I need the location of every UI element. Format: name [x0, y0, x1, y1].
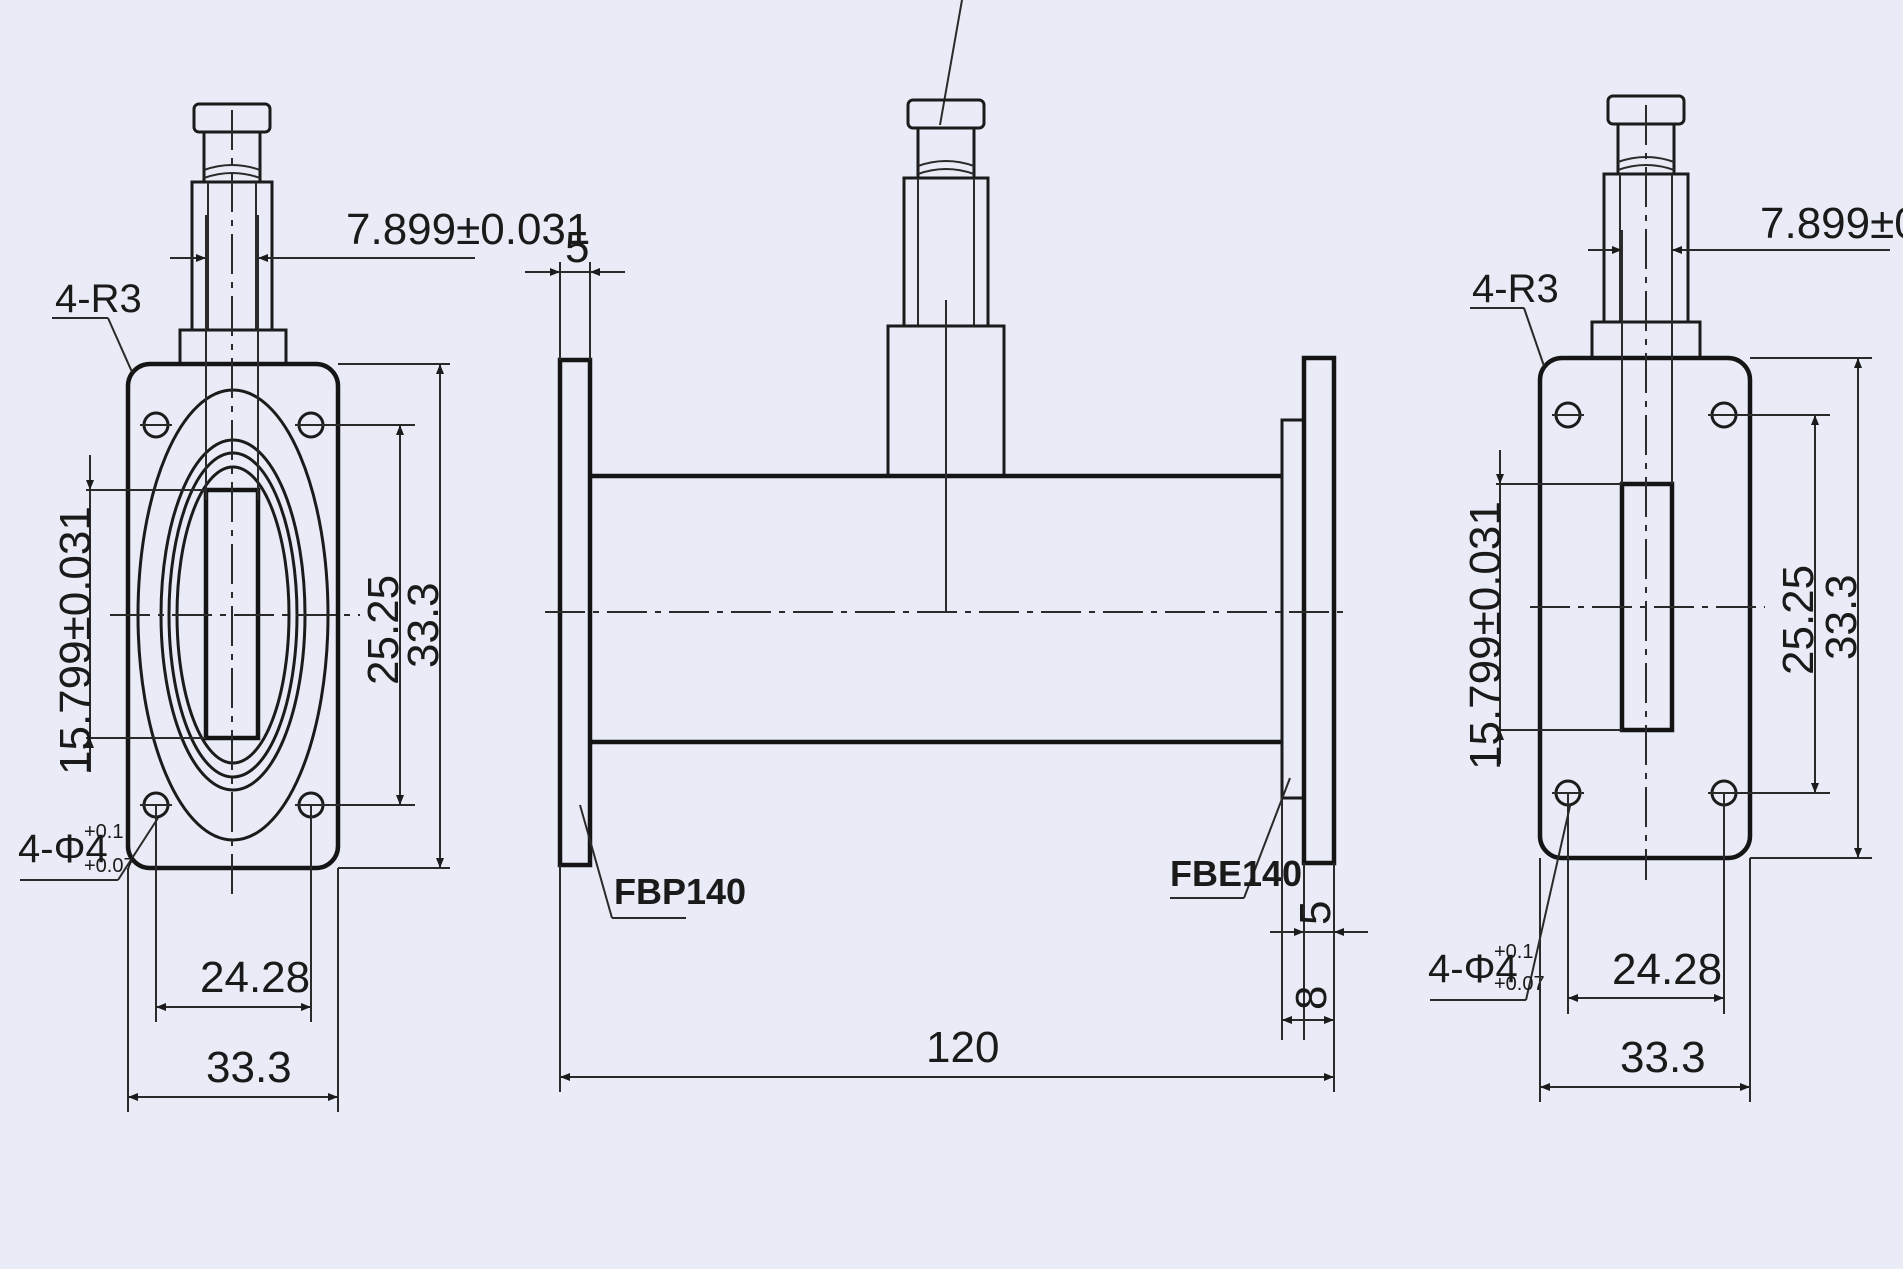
right-bolt-spacing-v: 25.25 — [1774, 565, 1823, 675]
waveguide-body — [590, 473, 1282, 745]
left-bolt-spacing-h: 24.28 — [200, 953, 310, 1002]
left-bolt-spacing-v: 25.25 — [359, 575, 408, 685]
left-tol-width: 7.899±0.031 — [346, 205, 590, 254]
right-flange-height: 33.3 — [1817, 574, 1866, 660]
side-flange-thickness-left: 5 — [565, 223, 589, 272]
left-holes-callout: 4-Φ4 +0.1 +0.07 — [18, 817, 159, 881]
right-bolt-spacing-h: 24.28 — [1612, 945, 1722, 994]
right-end-view: 7.899±0.031 4-R3 15.799±0.031 25.25 — [1428, 94, 1903, 1102]
right-holes-tol-upper: +0.1 — [1494, 941, 1533, 963]
side-dim-120: 120 — [559, 865, 1335, 1092]
side-flange-right-type: FBE140 — [1170, 853, 1302, 894]
left-tol-height: 15.799±0.031 — [51, 506, 100, 775]
right-corner-radius-label: 4-R3 — [1472, 267, 1559, 311]
left-flange-height: 33.3 — [399, 582, 448, 668]
left-dim-333-v: 33.3 — [338, 363, 450, 869]
left-dim-2525: 25.25 — [311, 424, 415, 806]
right-dim-7899: 7.899±0.031 — [1588, 199, 1903, 484]
right-holes-label: 4-Φ4 — [1428, 947, 1518, 991]
side-flange-thickness-right: 5 — [1291, 901, 1340, 925]
right-tol-width: 7.899±0.031 — [1760, 199, 1903, 248]
right-dim-15799: 15.799±0.031 — [1461, 450, 1622, 770]
right-dim-2428: 24.28 — [1567, 793, 1725, 1014]
side-dim-8: 8 — [1281, 798, 1336, 1040]
side-fbe140-callout: FBE140 — [1170, 777, 1302, 899]
right-dim-333-h: 33.3 — [1539, 858, 1751, 1102]
left-holes-tol-upper: +0.1 — [84, 821, 123, 843]
side-overall-length: 120 — [926, 1023, 999, 1072]
side-flange-left-type: FBP140 — [614, 871, 746, 912]
left-corner-radius: 4-R3 — [52, 277, 142, 373]
right-holes-callout: 4-Φ4 +0.1 +0.07 — [1428, 805, 1571, 1001]
side-flange-right — [1280, 355, 1337, 866]
side-fbp140-callout: FBP140 — [579, 804, 746, 919]
side-flange-total-right: 8 — [1287, 986, 1336, 1010]
right-tol-height: 15.799±0.031 — [1461, 501, 1510, 770]
right-holes-tol-lower: +0.07 — [1494, 973, 1545, 995]
right-flange-width: 33.3 — [1620, 1033, 1706, 1082]
side-dim-5-right: 5 — [1270, 863, 1368, 1040]
left-dim-15799: 15.799±0.031 — [51, 455, 206, 775]
left-dim-7899: 7.899±0.031 — [170, 205, 590, 500]
right-dim-2525: 25.25 — [1724, 414, 1830, 794]
right-dim-333-v: 33.3 — [1750, 357, 1872, 859]
left-end-view: 7.899±0.031 4-R3 15.799±0.031 25.25 — [18, 102, 590, 1112]
right-corner-radius: 4-R3 — [1470, 267, 1559, 367]
side-view: 5 FBP140 FBE140 5 8 — [525, 0, 1368, 1092]
left-dim-333-h: 33.3 — [127, 868, 339, 1112]
left-flange-width: 33.3 — [206, 1043, 292, 1092]
side-dim-5-left: 5 — [525, 223, 625, 360]
left-holes-tol-lower: +0.07 — [84, 855, 135, 877]
left-holes-label: 4-Φ4 — [18, 827, 108, 871]
left-dim-2428: 24.28 — [155, 805, 312, 1022]
left-corner-radius-label: 4-R3 — [55, 277, 142, 321]
